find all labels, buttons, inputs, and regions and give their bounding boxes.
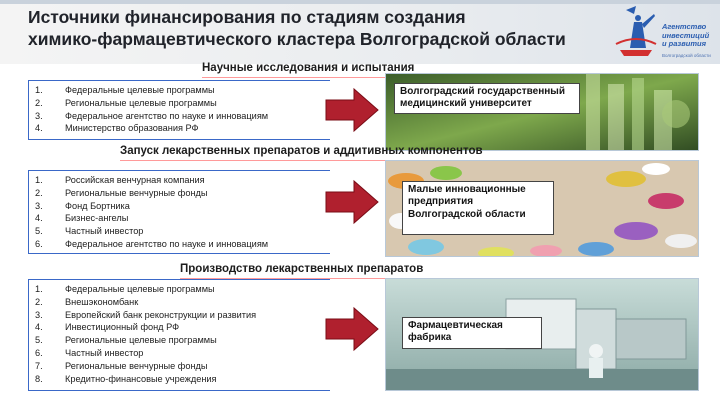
right-arrow-icon [324, 86, 380, 134]
factory-label: Фармацевтическая фабрика [402, 317, 542, 349]
list-item-number: 8. [35, 373, 65, 386]
list-item-text: Европейский банк реконструкции и развити… [65, 309, 256, 322]
list-item: 7.Региональные венчурные фонды [35, 360, 330, 373]
title-line-2: химико-фармацевтического кластера Волгог… [28, 28, 588, 50]
small-enterprises-label: Малые инновационные предприятия Волгогра… [402, 181, 554, 235]
list-item-text: Фонд Бортника [65, 200, 130, 213]
list-item-number: 1. [35, 174, 65, 187]
university-image: Волгоградский государственный медицински… [385, 73, 699, 151]
list-item-number: 6. [35, 347, 65, 360]
list-item-text: Региональные целевые программы [65, 334, 217, 347]
list-item-text: Региональные венчурные фонды [65, 187, 208, 200]
list-item-text: Федеральные целевые программы [65, 283, 215, 296]
list-item-text: Частный инвестор [65, 347, 143, 360]
list-item-number: 4. [35, 321, 65, 334]
list-item-text: Кредитно-финансовые учреждения [65, 373, 217, 386]
list-item-number: 3. [35, 309, 65, 322]
factory-image: Фармацевтическая фабрика [385, 278, 699, 391]
list-item: 3.Фонд Бортника [35, 200, 330, 213]
list-item-text: Инвестиционный фонд РФ [65, 321, 179, 334]
list-item-text: Частный инвестор [65, 225, 143, 238]
list-item-number: 2. [35, 97, 65, 110]
list-item-number: 2. [35, 187, 65, 200]
section-2-heading: Запуск лекарственных препаратов и аддити… [120, 145, 483, 157]
list-item-number: 1. [35, 84, 65, 97]
university-label: Волгоградский государственный медицински… [394, 83, 580, 114]
list-item: 1.Российская венчурная компания [35, 174, 330, 187]
list-item-number: 3. [35, 110, 65, 123]
list-item: 4.Министерство образования РФ [35, 122, 330, 135]
list-item: 5.Частный инвестор [35, 225, 330, 238]
list-item-number: 4. [35, 212, 65, 225]
slide-title: Источники финансирования по стадиям созд… [28, 6, 588, 50]
list-item-number: 7. [35, 360, 65, 373]
pills-image: Малые инновационные предприятия Волгогра… [385, 160, 699, 257]
list-item-number: 5. [35, 334, 65, 347]
list-item: 1.Федеральные целевые программы [35, 283, 330, 296]
list-item: 6.Федеральное агентство по науке и иннов… [35, 238, 330, 251]
list-item: 8.Кредитно-финансовые учреждения [35, 373, 330, 386]
list-item-number: 3. [35, 200, 65, 213]
list-item-text: Региональные венчурные фонды [65, 360, 208, 373]
slide-header: Источники финансирования по стадиям созд… [0, 0, 720, 64]
list-item: 5.Региональные целевые программы [35, 334, 330, 347]
motherland-statue-icon [612, 4, 662, 62]
list-item-text: Федеральные целевые программы [65, 84, 215, 97]
logo-text: Агентство инвестиций и развития [662, 23, 716, 49]
logo-subtitle: Волгоградской области [662, 53, 711, 58]
right-arrow-icon [324, 305, 380, 353]
right-arrow-icon [324, 178, 380, 226]
agency-logo: Агентство инвестиций и развития Волгогра… [612, 4, 716, 62]
list-item-number: 6. [35, 238, 65, 251]
list-item-text: Внешэкономбанк [65, 296, 138, 309]
list-item: 3.Европейский банк реконструкции и разви… [35, 309, 330, 322]
logo-line-3: и развития [662, 40, 716, 49]
section-1-heading: Научные исследования и испытания [202, 62, 414, 74]
list-item: 2.Внешэкономбанк [35, 296, 330, 309]
list-item-text: Российская венчурная компания [65, 174, 205, 187]
list-item-number: 2. [35, 296, 65, 309]
list-item: 2.Региональные целевые программы [35, 97, 330, 110]
list-item: 4.Бизнес-ангелы [35, 212, 330, 225]
section-3-heading: Производство лекарственных препаратов [180, 263, 423, 275]
list-item-text: Федеральное агентство по науке и инновац… [65, 238, 268, 251]
list-item-text: Бизнес-ангелы [65, 212, 128, 225]
list-item-text: Министерство образования РФ [65, 122, 199, 135]
list-item: 2.Региональные венчурные фонды [35, 187, 330, 200]
list-item-text: Федеральное агентство по науке и инновац… [65, 110, 268, 123]
title-line-1: Источники финансирования по стадиям созд… [28, 6, 588, 28]
list-item: 6.Частный инвестор [35, 347, 330, 360]
list-item-text: Региональные целевые программы [65, 97, 217, 110]
list-item: 1.Федеральные целевые программы [35, 84, 330, 97]
list-item-number: 4. [35, 122, 65, 135]
list-item-number: 1. [35, 283, 65, 296]
list-item-number: 5. [35, 225, 65, 238]
list-item: 4.Инвестиционный фонд РФ [35, 321, 330, 334]
list-item: 3.Федеральное агентство по науке и иннов… [35, 110, 330, 123]
